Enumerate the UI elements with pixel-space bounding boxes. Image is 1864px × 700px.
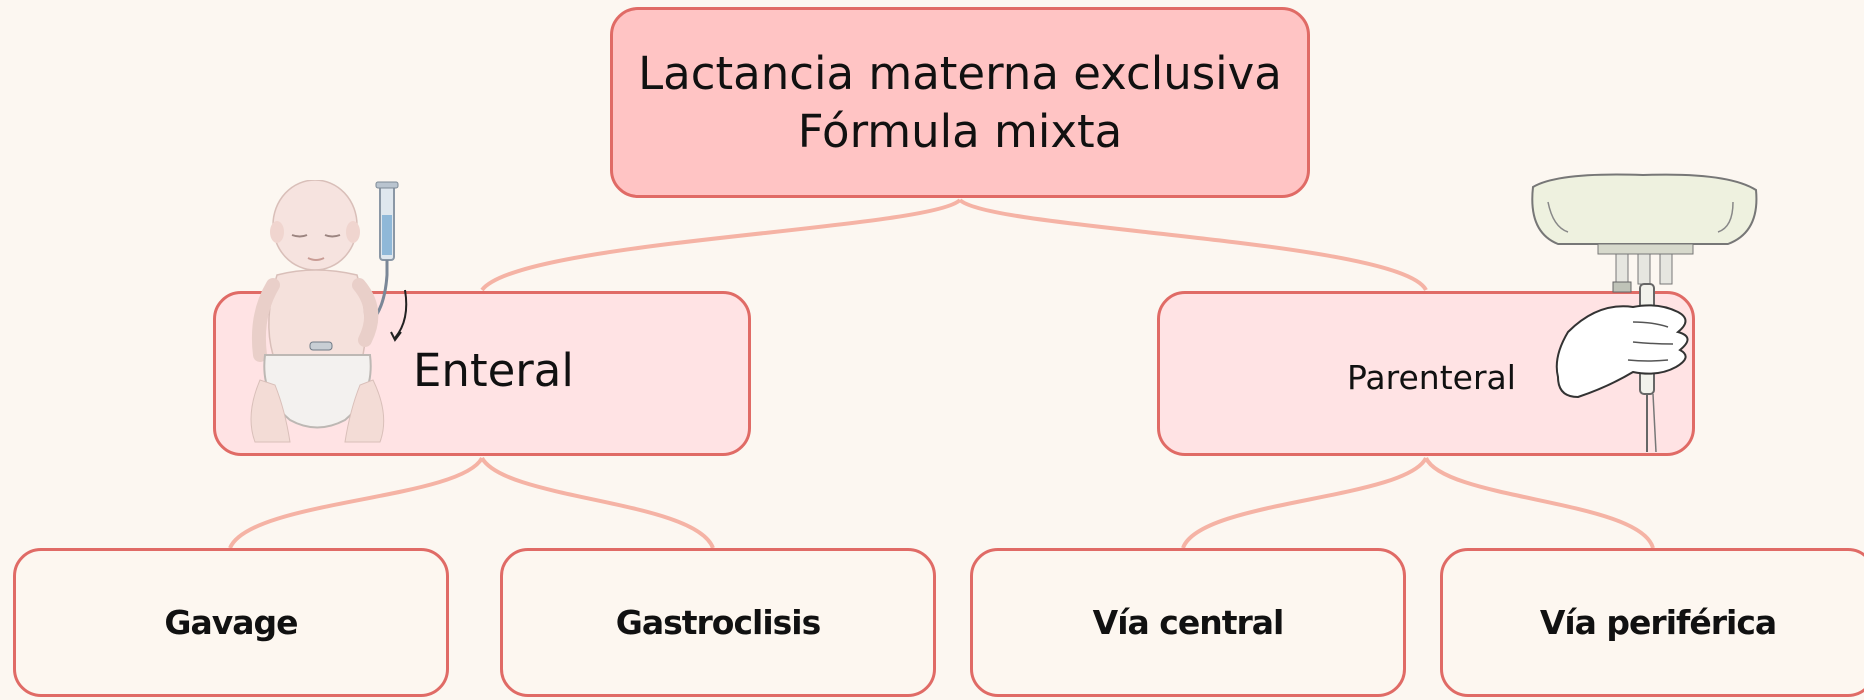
enteral-label: Enteral [413,344,574,397]
connector-root-parenteral [958,198,1428,292]
connector-parenteral-central [1181,456,1428,549]
leaf-gastroclisis-label: Gastroclisis [615,603,821,642]
leaf-via-central: Vía central [970,548,1406,697]
iv-bag-hand-icon [1531,173,1758,453]
infant-feeding-tube-icon [250,180,408,443]
leaf-via-central-label: Vía central [1092,603,1285,642]
leaf-gavage: Gavage [13,548,449,697]
parenteral-label: Parenteral [1347,358,1516,397]
root-line-1: Lactancia materna exclusiva [638,46,1282,100]
connector-root-enteral [480,198,962,292]
connector-parenteral-periferica [1424,456,1655,549]
leaf-via-periferica-label: Vía periférica [1539,603,1777,642]
connector-enteral-gavage [228,456,484,549]
root-line-2: Fórmula mixta [797,104,1123,158]
root-node: Lactancia materna exclusiva Fórmula mixt… [610,7,1310,198]
leaf-via-periferica: Vía periférica [1440,548,1864,697]
leaf-gastroclisis: Gastroclisis [500,548,936,697]
leaf-gavage-label: Gavage [164,603,298,642]
connector-enteral-gastroclisis [480,456,715,549]
